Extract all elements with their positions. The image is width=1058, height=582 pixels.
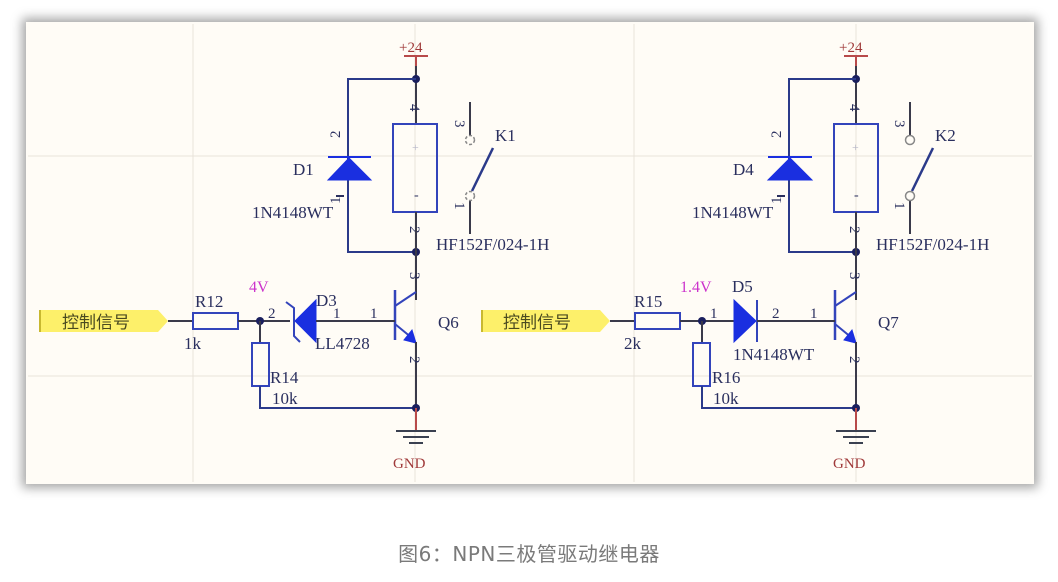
pin-label: 1 — [451, 202, 467, 210]
circuit-2: +24 2 1 D4 1N4148WT + - 4 2 3 1 K2 HF152… — [481, 40, 989, 472]
pin-label: 2 — [846, 226, 862, 234]
pin-label: 1 — [333, 306, 341, 322]
input-port-control-signal[interactable]: 控制信号 — [39, 310, 168, 333]
contact-terminal — [464, 190, 476, 202]
port-shape — [482, 310, 610, 332]
diode-ref: D1 — [293, 160, 314, 179]
diode-part: LL4728 — [315, 334, 370, 353]
resistor-r14 — [251, 342, 270, 387]
transistor-ref: Q6 — [438, 313, 459, 332]
input-port-control-signal[interactable]: 控制信号 — [481, 310, 610, 333]
diode-ref: D4 — [733, 160, 754, 179]
resistor-r16 — [692, 342, 711, 387]
coil-plus: + — [852, 140, 859, 154]
schematic-panel — [26, 22, 1034, 484]
pin-label: 4 — [406, 104, 422, 112]
pin-label: 3 — [451, 120, 467, 128]
zener-cathode-bar — [285, 301, 301, 343]
power-label: +24 — [399, 40, 423, 56]
relay-part: HF152F/024-1H — [876, 235, 989, 254]
transistor-collector — [394, 291, 417, 307]
port-label: 控制信号 — [503, 313, 571, 333]
pin-label: 2 — [772, 306, 780, 322]
pin-label: 1 — [710, 306, 718, 322]
relay-ref: K2 — [935, 126, 956, 145]
pin-label: 1 — [769, 197, 785, 205]
coil-plus: + — [412, 140, 419, 154]
transistor-ref: Q7 — [878, 313, 899, 332]
coil-minus: - — [854, 188, 859, 203]
diode-part: 1N4148WT — [252, 203, 334, 222]
diode-ref: D5 — [732, 277, 753, 296]
relay-switch-arm-icon — [470, 147, 495, 192]
relay-switch-arm-icon — [910, 147, 935, 192]
pin-label: 1 — [328, 197, 344, 205]
resistor-value: 10k — [713, 389, 739, 408]
coil-minus: - — [414, 188, 419, 203]
resistor-ref: R16 — [712, 368, 740, 387]
relay-part: HF152F/024-1H — [436, 235, 549, 254]
node-voltage: 4V — [249, 279, 269, 296]
contact-terminal — [904, 134, 916, 146]
port-label: 控制信号 — [62, 313, 130, 333]
resistor-r15 — [634, 312, 681, 330]
resistor-ref: R12 — [195, 292, 223, 311]
pin-label: 2 — [268, 306, 276, 322]
ground-symbol-icon — [836, 430, 876, 444]
pin-label: 4 — [846, 104, 862, 112]
pin-label: 2 — [846, 356, 862, 364]
power-label: +24 — [839, 40, 863, 56]
contact-terminal — [464, 134, 476, 146]
port-shape — [40, 310, 168, 332]
wire — [347, 78, 416, 253]
pin-label: 2 — [406, 356, 422, 364]
diode-part: 1N4148WT — [692, 203, 774, 222]
diode-part: 1N4148WT — [733, 345, 815, 364]
pin-label: 1 — [891, 202, 907, 210]
wire — [788, 78, 856, 253]
transistor-q7-icon — [843, 328, 857, 344]
wire — [701, 386, 856, 409]
pin-label: 1 — [810, 306, 818, 322]
resistor-ref: R14 — [270, 368, 299, 387]
circuit-1: +24 2 1 D1 1N4148WT + - 4 2 3 1 K1 HF152… — [39, 40, 549, 472]
diode-d1-icon — [326, 157, 373, 181]
pin-label: 3 — [891, 120, 907, 128]
resistor-value: 1k — [184, 334, 202, 353]
resistor-value: 2k — [624, 334, 642, 353]
ground-label: GND — [393, 456, 426, 472]
pin-label: 2 — [328, 131, 344, 139]
resistor-value: 10k — [272, 389, 298, 408]
figure-caption: 图6：NPN三极管驱动继电器 — [398, 542, 660, 566]
resistor-ref: R15 — [634, 292, 662, 311]
transistor-collector — [834, 291, 857, 307]
pin-label: 2 — [406, 226, 422, 234]
ground-label: GND — [833, 456, 866, 472]
pin-label: 3 — [846, 272, 862, 280]
transistor-q6-icon — [403, 328, 417, 344]
diode-d4-icon — [766, 157, 814, 181]
relay-ref: K1 — [495, 126, 516, 145]
pin-label: 2 — [769, 131, 785, 139]
node-voltage: 1.4V — [680, 279, 712, 296]
diode-ref: D3 — [316, 291, 337, 310]
diode-d5-icon — [733, 298, 757, 344]
zener-diode-d3-icon — [294, 298, 317, 344]
ground-symbol-icon — [396, 430, 436, 444]
wire — [259, 386, 416, 409]
resistor-r12 — [192, 312, 239, 330]
pin-label: 1 — [370, 306, 378, 322]
pin-label: 3 — [406, 272, 422, 280]
contact-terminal — [904, 190, 916, 202]
